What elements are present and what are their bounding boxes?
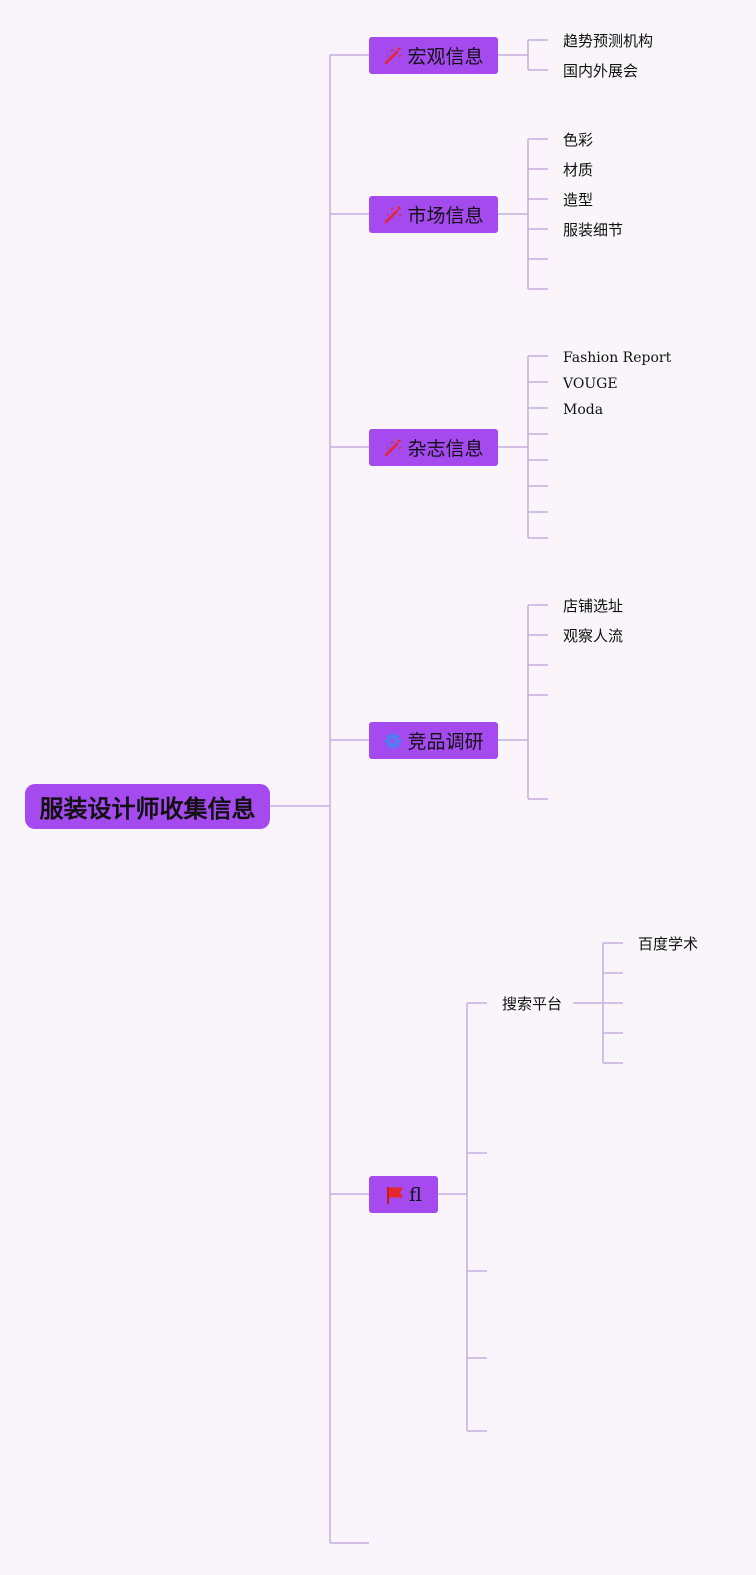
branch-label: 竞品调研: [407, 731, 484, 753]
leaf-store-location[interactable]: 店铺选址: [563, 597, 624, 615]
branch-label: 杂志信息: [407, 438, 484, 460]
leaf-baidu-scholar[interactable]: 百度学术: [638, 935, 699, 953]
subnode-search-platform[interactable]: 搜索平台: [502, 995, 563, 1013]
leaf-fashion-report[interactable]: Fashion Report: [563, 350, 672, 366]
leaf-exhibitions[interactable]: 国内外展会: [563, 62, 639, 80]
magic-wand-icon: [383, 205, 403, 225]
leaf-material[interactable]: 材质: [563, 161, 594, 179]
branch-magazine-info[interactable]: 杂志信息: [369, 429, 498, 466]
branch-label: 宏观信息: [407, 46, 484, 68]
gear-icon: [383, 731, 403, 751]
branch-fl[interactable]: fl: [369, 1176, 438, 1213]
leaf-moda[interactable]: Moda: [563, 402, 604, 418]
root-node[interactable]: 服装设计师收集信息: [25, 784, 270, 829]
magic-wand-icon: [383, 46, 403, 66]
leaf-color[interactable]: 色彩: [563, 131, 594, 149]
leaf-trend-forecast[interactable]: 趋势预测机构: [563, 32, 654, 50]
leaf-silhouette[interactable]: 造型: [563, 191, 594, 209]
red-flag-icon: [385, 1185, 405, 1205]
branch-competitor-research[interactable]: 竞品调研: [369, 722, 498, 759]
branch-label: 市场信息: [407, 205, 484, 227]
branch-macro-info[interactable]: 宏观信息: [369, 37, 498, 74]
leaf-garment-details[interactable]: 服装细节: [563, 221, 624, 239]
branch-label: fl: [409, 1183, 422, 1206]
magic-wand-icon: [383, 438, 403, 458]
root-label: 服装设计师收集信息: [39, 795, 256, 823]
branch-market-info[interactable]: 市场信息: [369, 196, 498, 233]
leaf-vouge[interactable]: VOUGE: [563, 376, 618, 392]
leaf-foot-traffic[interactable]: 观察人流: [563, 627, 624, 645]
